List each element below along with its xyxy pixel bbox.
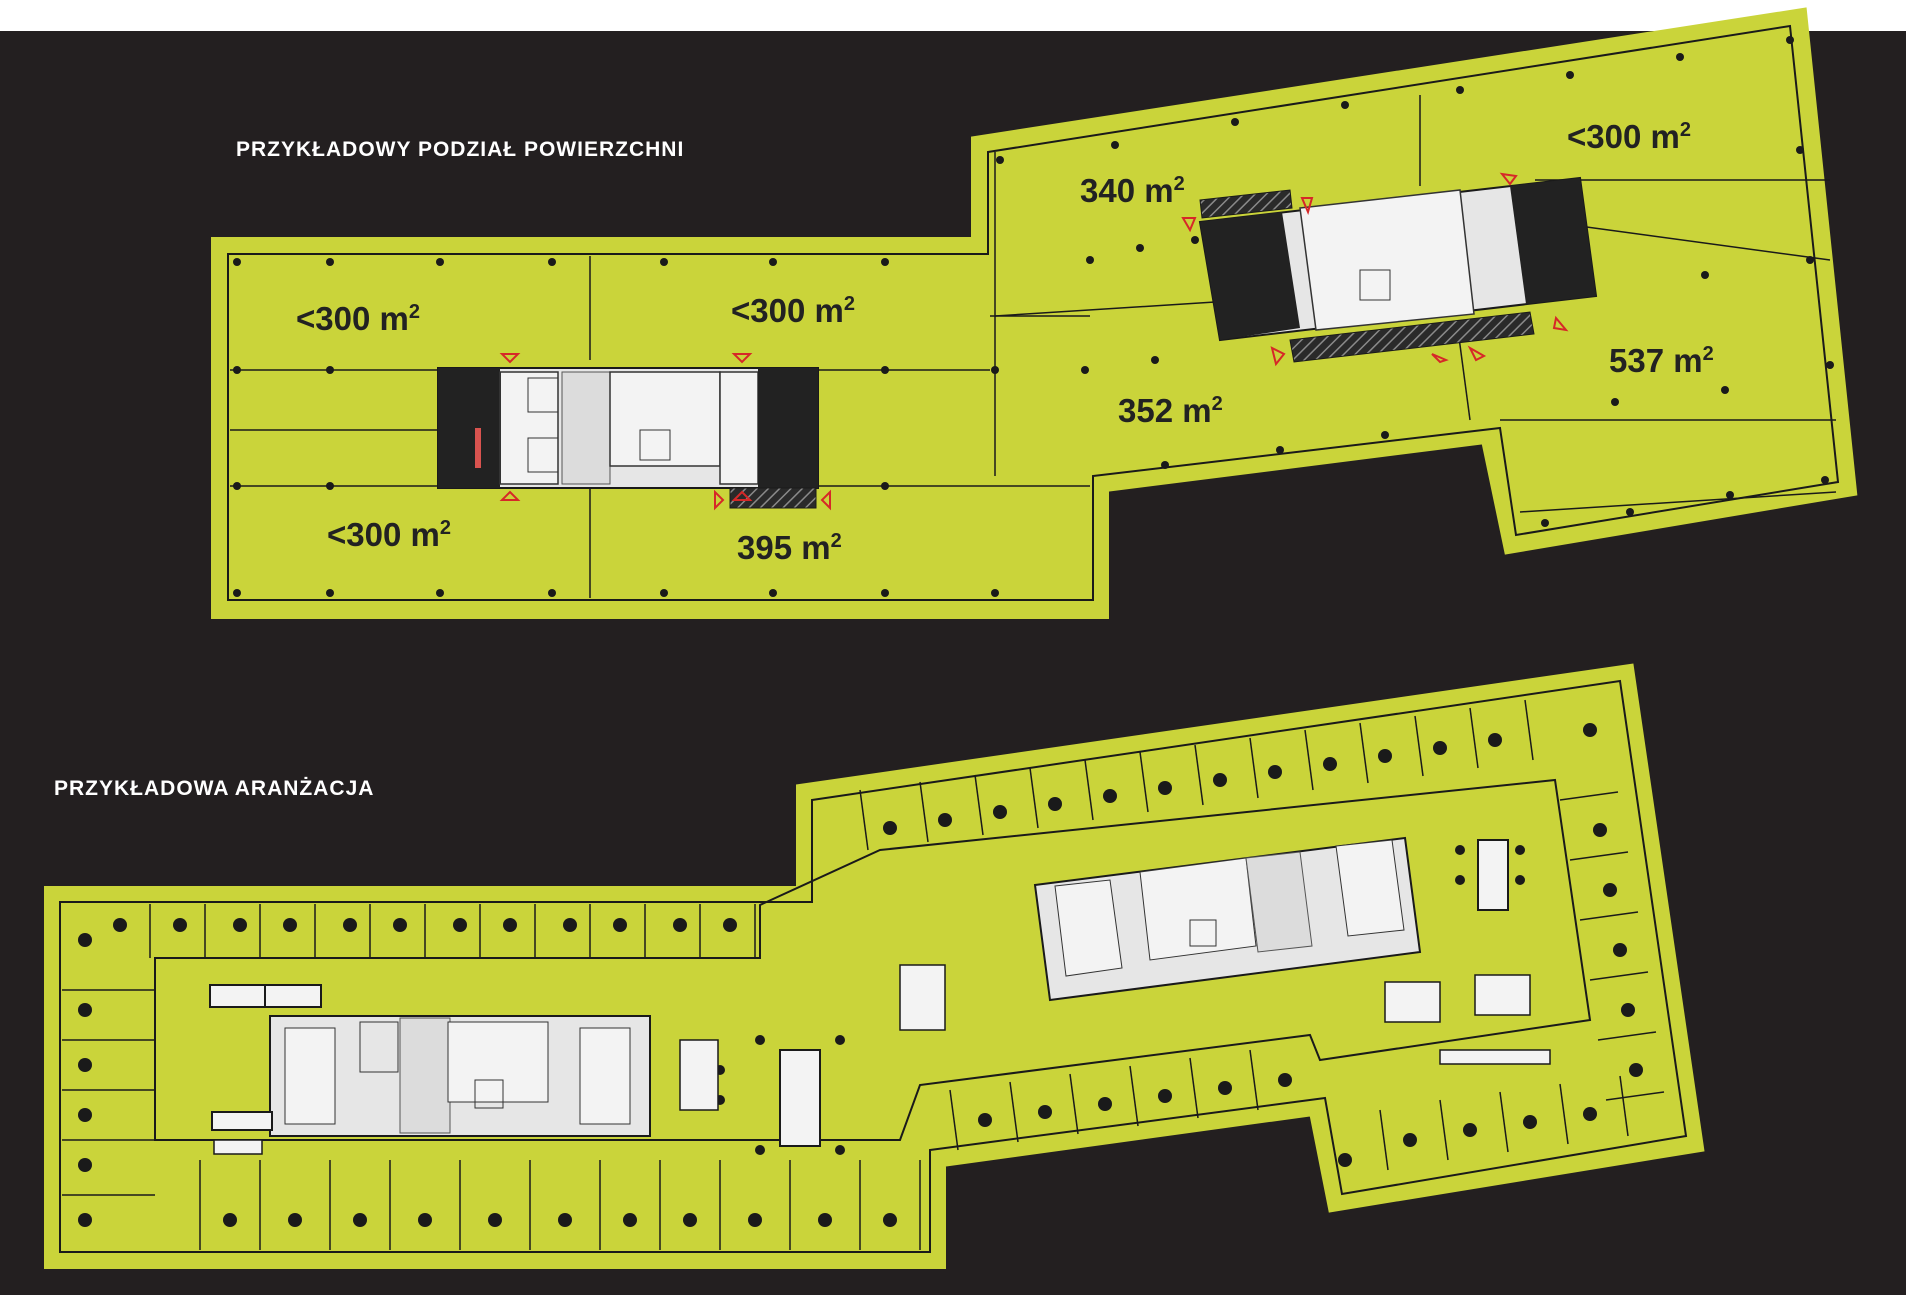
division-core-right: [1198, 176, 1598, 363]
arrangement-core-right: [1033, 836, 1422, 1002]
arrangement-core-left: [269, 1015, 651, 1137]
area-label-1: <300 m2: [296, 300, 420, 337]
area-label-4: 395 m2: [737, 529, 842, 566]
area-label-6: <300 m2: [1567, 118, 1691, 155]
arrangement-plan-inner-wall: [59, 679, 1688, 1253]
arrangement-heading: PRZYKŁADOWA ARANŻACJA: [54, 777, 375, 800]
arrangement-partitions: [62, 699, 1665, 1250]
area-label-2: <300 m2: [731, 292, 855, 329]
division-plan: <300 m2 <300 m2 <300 m2 395 m2 340 m2 <3…: [211, 7, 1858, 619]
area-label-3: <300 m2: [327, 516, 451, 553]
area-label-8: 537 m2: [1609, 342, 1714, 379]
arrangement-desks: [78, 723, 1643, 1227]
division-lines: [230, 95, 1837, 598]
arrangement-desk-rows: [213, 964, 1551, 1155]
area-label-5: 340 m2: [1080, 172, 1185, 209]
arrangement-corridor: [154, 778, 1592, 1141]
arrangement-plan: [44, 663, 1705, 1269]
division-core-left: [437, 367, 819, 509]
division-markers: [499, 172, 1569, 511]
division-columns: [233, 36, 1834, 597]
division-heading: PRZYKŁADOWY PODZIAŁ POWIERZCHNI: [236, 138, 685, 161]
area-label-7: 352 m2: [1118, 392, 1223, 429]
division-plan-inner-wall: [227, 24, 1840, 601]
arrangement-meeting-tables: [209, 839, 1509, 1147]
